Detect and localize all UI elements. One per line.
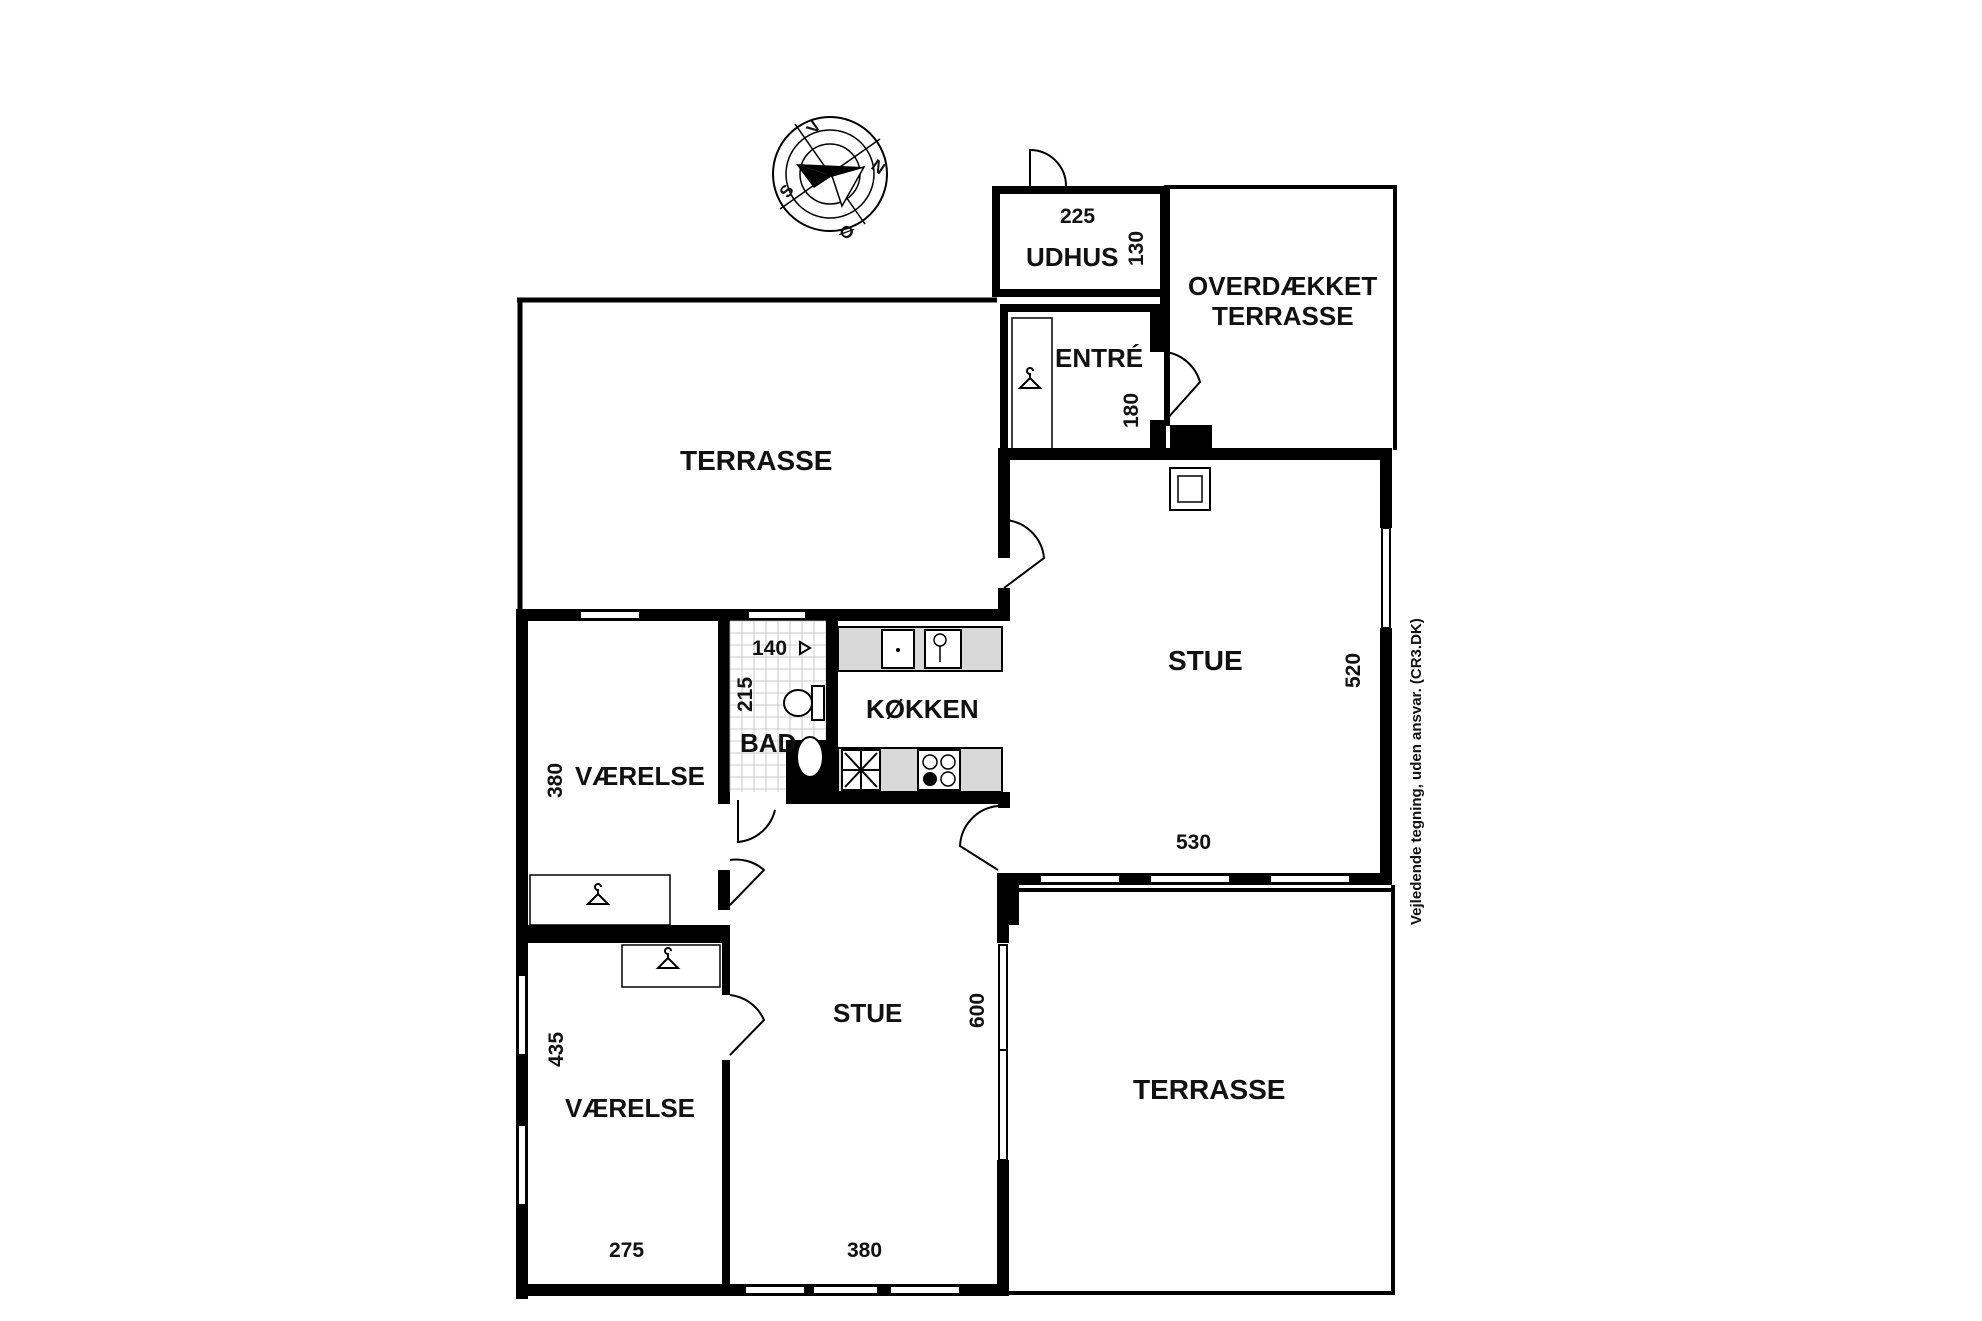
room-label-overdaekket-1: OVERDÆKKET [1188,271,1377,301]
fan-icon [841,749,881,791]
room-label-koekken: KØKKEN [866,694,979,724]
dim-stue-main-w: 530 [1176,831,1211,854]
dim-vaerelse-top-h: 380 [544,763,567,798]
sink-icon [796,736,824,778]
hanger-icon [585,883,611,905]
entre-walls [1000,304,1202,456]
windows-stue-lower [744,1285,961,1295]
dim-entre-h: 180 [1120,393,1143,428]
terrasse-top [517,297,997,613]
room-label-bad: BAD [740,728,796,758]
sink-icon [881,629,915,669]
hanger-icon [1017,367,1043,389]
dim-stue-lower-w: 380 [847,1239,882,1262]
dim-bad-h: 215 [734,677,757,712]
room-label-stue-lower: STUE [833,998,902,1028]
dim-udhus-h: 130 [1125,231,1148,266]
dim-vaerelse-bottom-h: 435 [545,1032,568,1067]
room-label-stue-main: STUE [1168,645,1243,676]
dim-stue-main-h: 520 [1342,653,1365,688]
stove-icon [917,749,961,791]
vaerelse-top-walls [528,610,766,935]
koekken [837,626,1010,871]
dim-bad-w: 140 [752,637,787,660]
shower-icon [799,640,812,656]
fireplace-icon [1169,467,1211,511]
bad [729,610,1010,844]
room-label-entre: ENTRÉ [1055,343,1143,373]
terrasse-bottom [1009,885,1395,1295]
room-label-terrasse-top: TERRASSE [680,445,832,476]
window [1381,527,1391,629]
room-label-overdaekket-2: TERRASSE [1212,301,1354,331]
sliding-door [998,944,1008,1161]
dim-vaerelse-bottom-w: 275 [609,1239,644,1262]
room-label-vaerelse-top: VÆRELSE [575,761,705,791]
vaerelse-bottom-walls [517,935,766,1296]
toilet-icon [783,685,825,721]
room-label-terrasse-bottom: TERRASSE [1133,1074,1285,1105]
tap-icon [924,629,962,669]
compass-rose-icon: V N S Ø [772,116,889,244]
room-label-udhus: UDHUS [1026,242,1118,272]
disclaimer: Vejledende tegning, uden ansvar. (CR3.DK… [1408,618,1425,925]
dim-udhus-w: 225 [1060,205,1095,228]
house-walls [516,448,1392,1299]
dim-stue-lower-h: 600 [966,993,989,1028]
windows-stue-bottom [1039,874,1351,884]
room-label-vaerelse-bottom: VÆRELSE [565,1093,695,1123]
hanger-icon [655,947,681,969]
